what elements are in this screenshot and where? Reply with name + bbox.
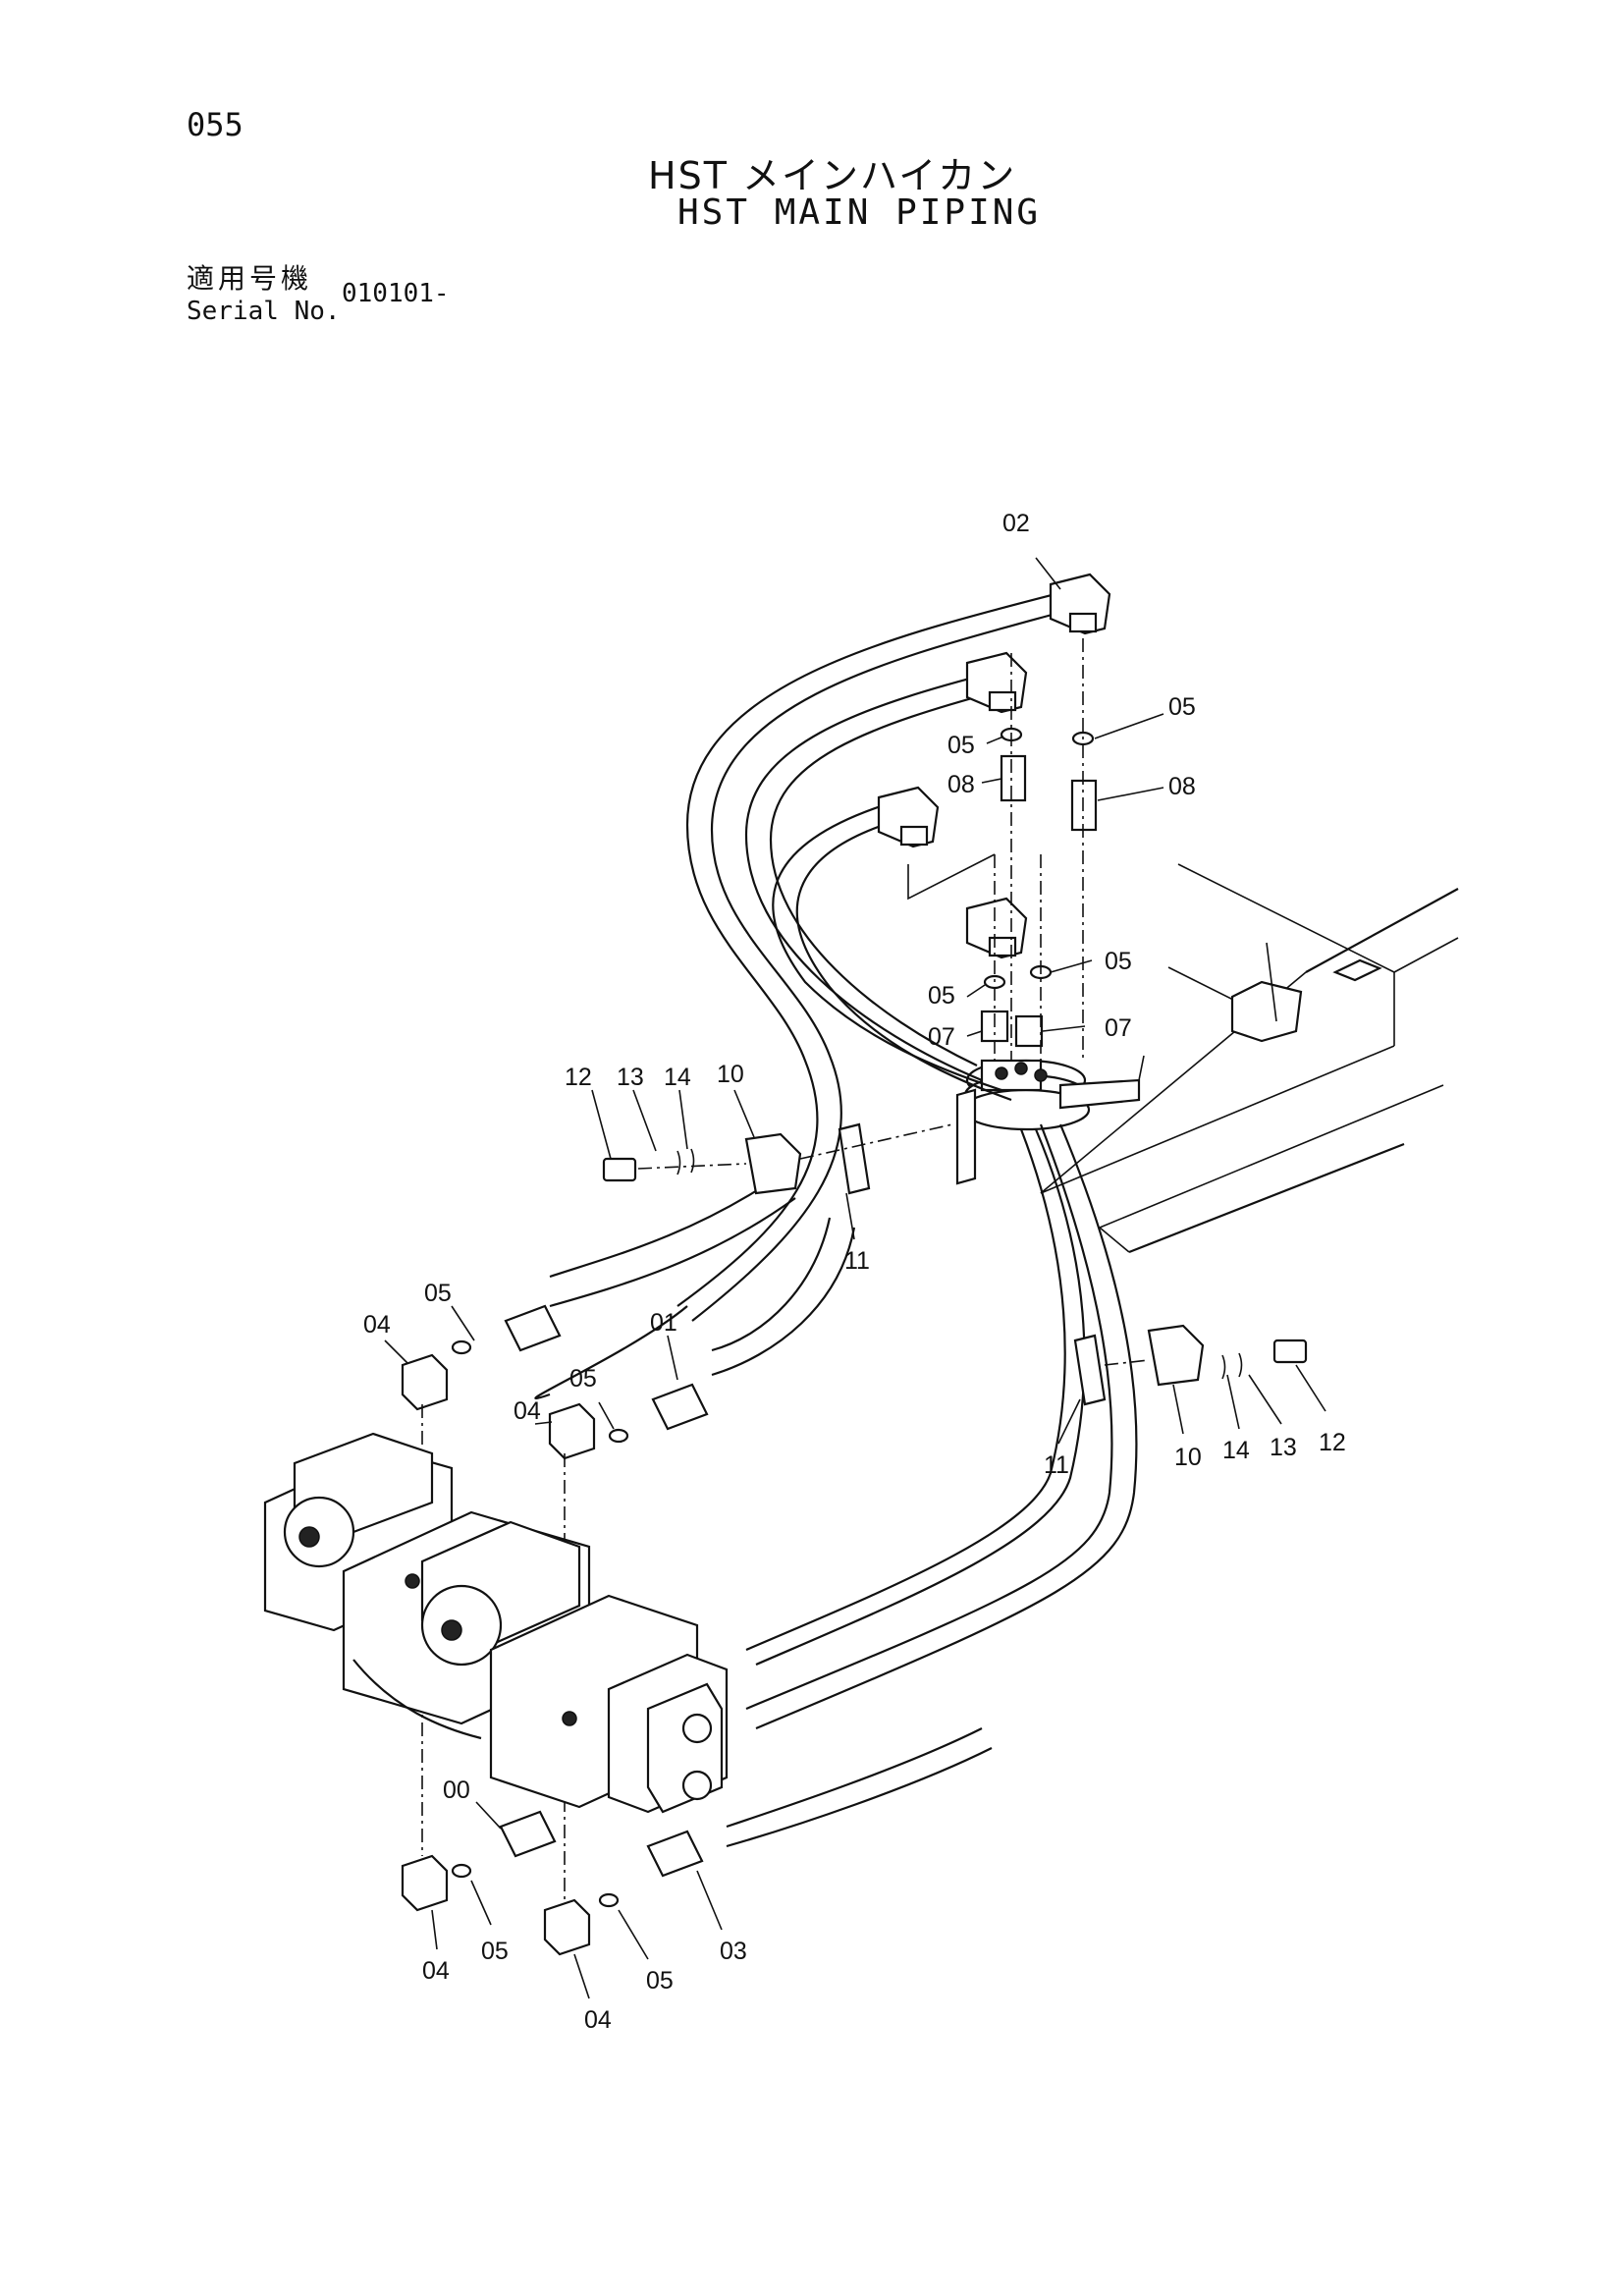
elbow-fittings (401, 1353, 596, 1956)
callout-12: 12 (1319, 1429, 1346, 1456)
serial-label-japanese: 適用号機 (187, 262, 313, 295)
callout-01: 01 (650, 1309, 677, 1337)
callouts: 02 05 05 08 08 05 05 07 07 12 13 14 10 1… (363, 510, 1346, 2034)
callout-05: 05 (928, 982, 955, 1010)
title-english: HST MAIN PIPING (677, 192, 1042, 233)
callout-08: 08 (1168, 773, 1196, 800)
swivel-joint (955, 1059, 1141, 1185)
callout-05: 05 (646, 1967, 674, 1995)
callout-05: 05 (947, 732, 975, 759)
callout-11: 11 (1044, 1451, 1069, 1479)
hose-elbows (877, 573, 1111, 959)
callout-08: 08 (947, 771, 975, 798)
hoses (534, 592, 1138, 1848)
callout-10: 10 (1174, 1444, 1202, 1471)
callout-12: 12 (565, 1064, 592, 1091)
callout-05: 05 (1168, 693, 1196, 721)
chassis-frame (1040, 863, 1459, 1254)
serial-label-english: Serial No. (187, 297, 341, 326)
callout-00: 00 (443, 1777, 470, 1804)
callout-10: 10 (717, 1061, 744, 1088)
callout-14: 14 (1222, 1437, 1250, 1464)
callout-14: 14 (664, 1064, 691, 1091)
callout-04: 04 (363, 1311, 391, 1339)
clamp-left (602, 1122, 953, 1195)
callout-04: 04 (514, 1397, 541, 1425)
callout-13: 13 (1270, 1434, 1297, 1461)
callout-03: 03 (720, 1938, 747, 1965)
callout-05: 05 (569, 1365, 597, 1393)
callout-13: 13 (617, 1064, 644, 1091)
title-japanese: HST メインハイカン (648, 154, 1017, 197)
leader-lines (384, 557, 1326, 1999)
hst-pump-assembly (263, 1432, 729, 1814)
callout-11: 11 (844, 1247, 870, 1275)
hose-end-fittings (451, 1304, 709, 1908)
callout-04: 04 (422, 1957, 450, 1985)
serial-number-value: 010101- (342, 279, 450, 308)
callout-05: 05 (424, 1280, 452, 1307)
swivel-fittings (907, 638, 1098, 1061)
callout-05: 05 (481, 1938, 509, 1965)
callout-05: 05 (1105, 948, 1132, 975)
page-number: 055 (187, 106, 243, 143)
callout-04: 04 (584, 2006, 612, 2034)
callout-02: 02 (1002, 510, 1030, 537)
clamp-right (1073, 1324, 1308, 1406)
callout-07: 07 (1105, 1014, 1132, 1042)
callout-07: 07 (928, 1023, 955, 1051)
